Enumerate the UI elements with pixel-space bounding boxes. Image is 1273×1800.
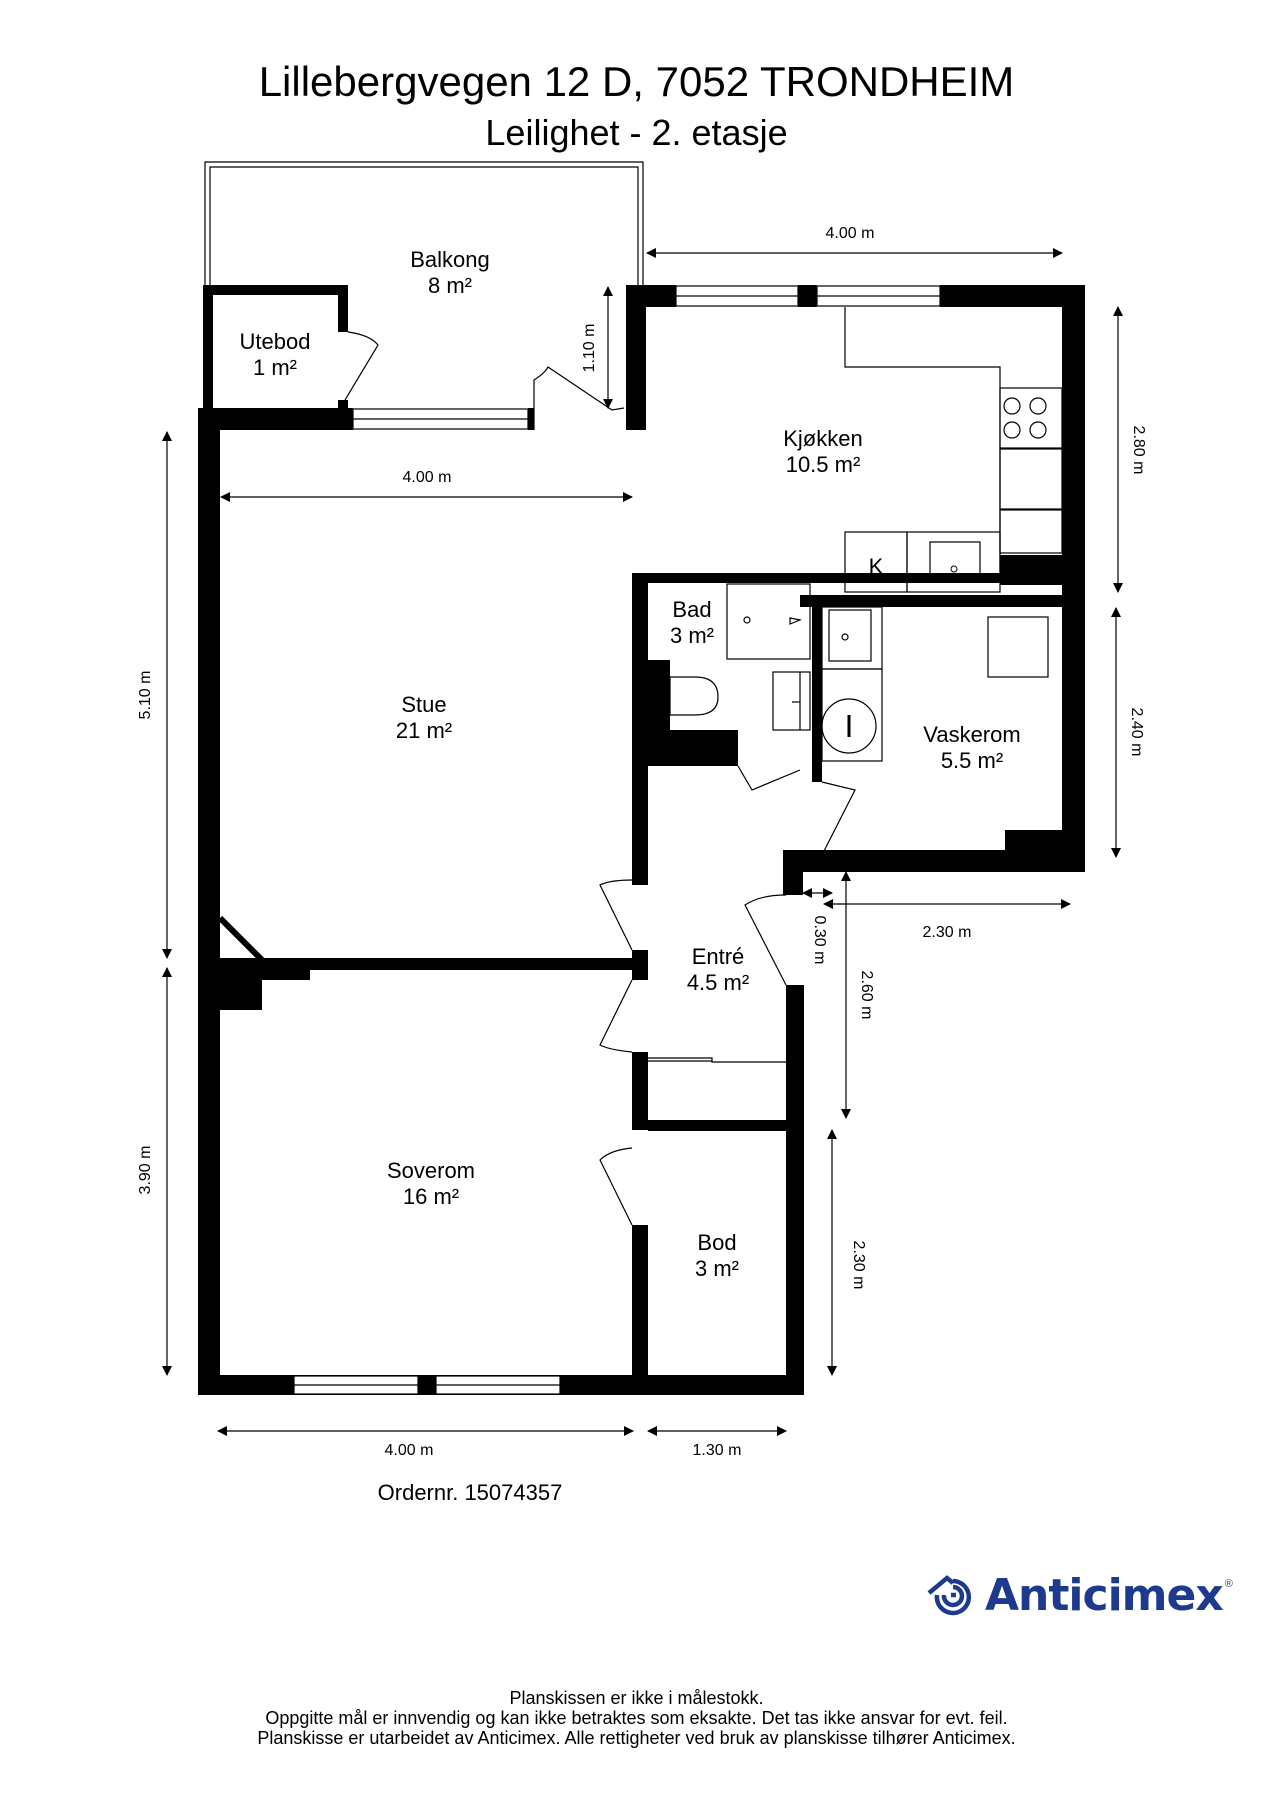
dim-entre-offset: 0.30 m [811,916,828,965]
laundry-fixtures [821,606,1049,762]
anticimex-emblem-icon [927,1575,972,1616]
dimension-labels: 4.00 m 1.10 m 4.00 m 5.10 m 2.80 m 2.40 … [137,225,1147,1459]
bath-fixtures [669,583,811,731]
chimney-corner [217,915,265,963]
disclaimer-line-1: Planskissen er ikke i målestokk. [509,1688,764,1708]
disclaimer-line-3: Planskisse er utarbeidet av Anticimex. A… [257,1728,1016,1748]
fridge-label: K [869,554,884,579]
dim-stue-height: 5.10 m [137,671,154,720]
kitchen-sink-drain-icon [950,565,958,573]
balcony-railing [204,161,644,285]
dim-stue-width: 4.00 m [403,469,452,486]
dim-entre-height: 2.60 m [858,971,875,1020]
walls [198,285,1085,1395]
disclaimer-line-2: Oppgitte mål er innvendig og kan ikke be… [265,1708,1008,1728]
stove-icon [1003,397,1047,439]
dimension-lines [162,248,1123,1436]
disclaimer: Planskissen er ikke i målestokk. Oppgitt… [0,1688,1273,1748]
registered-mark: ® [1224,1578,1233,1590]
dim-bod-height: 2.30 m [850,1241,867,1290]
dim-soverom-width: 4.00 m [385,1442,434,1459]
address-title: Lillebergvegen 12 D, 7052 TRONDHEIM [258,58,1015,105]
dim-soverom-height: 3.90 m [137,1146,154,1195]
kitchen-counter [844,307,1063,593]
dim-vaskerom-width: 2.30 m [923,924,972,941]
dim-balcony-depth: 1.10 m [581,324,598,373]
dim-kitchen-width: 4.00 m [826,225,875,242]
dim-vaskerom-height: 2.40 m [1128,708,1145,757]
floor-subtitle: Leilighet - 2. etasje [485,112,788,153]
dim-kitchen-height: 2.80 m [1130,426,1147,475]
order-number: Ordernr. 15074357 [377,1480,563,1505]
anticimex-logo: Anticimex ® [925,1569,1233,1621]
doors [344,331,856,1226]
windows [293,285,941,1395]
logo-text: Anticimex [985,1569,1224,1621]
dim-bod-width: 1.30 m [693,1442,742,1459]
